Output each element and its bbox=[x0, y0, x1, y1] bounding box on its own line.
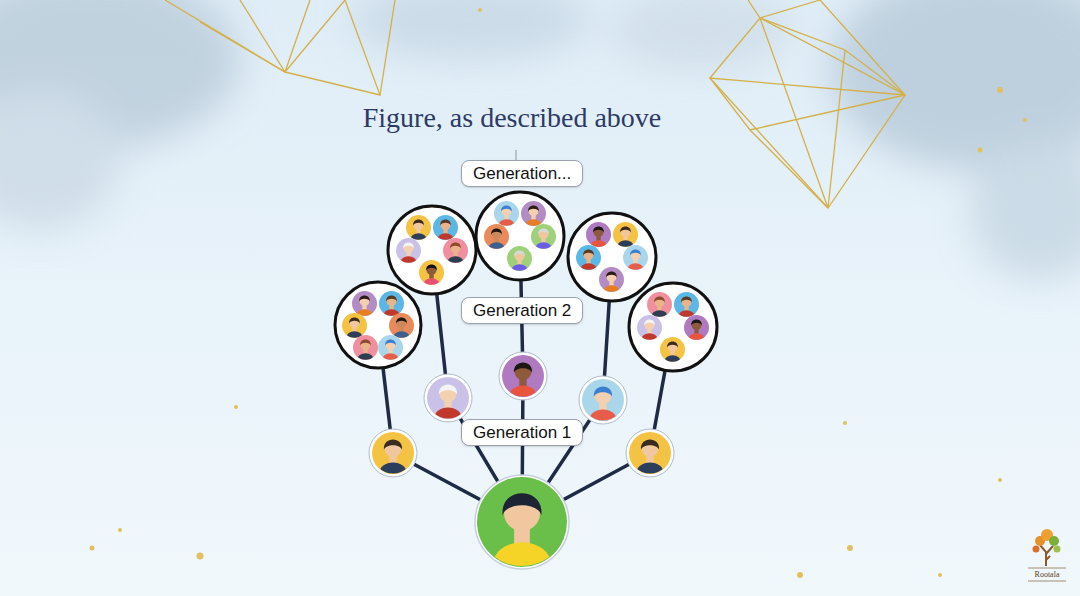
group-circle bbox=[388, 206, 476, 294]
gold-line bbox=[380, 0, 395, 95]
label-text: Generation... bbox=[473, 164, 571, 183]
avatar bbox=[372, 432, 414, 483]
logo-leaf bbox=[1054, 546, 1061, 553]
dot bbox=[1023, 118, 1027, 122]
dot bbox=[938, 573, 942, 577]
root-avatar bbox=[477, 477, 567, 587]
watermark-text: Rootala bbox=[1035, 570, 1060, 579]
dot bbox=[234, 405, 238, 409]
gold-line bbox=[710, 18, 905, 208]
dot bbox=[90, 546, 95, 551]
title-text: Figure, as described above bbox=[363, 102, 662, 133]
watermark: Rootala bbox=[1022, 571, 1072, 579]
dot bbox=[797, 572, 803, 578]
group-ring bbox=[629, 283, 717, 371]
avatar bbox=[637, 315, 662, 346]
group-ring bbox=[568, 213, 656, 301]
dot bbox=[978, 148, 983, 153]
group-circle bbox=[476, 192, 564, 280]
group-circle bbox=[629, 283, 717, 371]
avatar bbox=[502, 355, 544, 406]
avatar bbox=[531, 224, 556, 255]
logo-rule bbox=[1028, 568, 1066, 569]
dot bbox=[197, 553, 204, 560]
generation-groups bbox=[335, 192, 717, 371]
avatar bbox=[684, 315, 709, 346]
group-ring bbox=[388, 206, 476, 294]
generation-label: Generation 1 bbox=[461, 419, 583, 446]
dot bbox=[998, 478, 1002, 482]
root-person bbox=[475, 475, 569, 587]
logo bbox=[1028, 529, 1066, 581]
page-title: Figure, as described above bbox=[262, 101, 762, 135]
logo-leaf bbox=[1033, 546, 1040, 553]
gold-line bbox=[828, 50, 845, 208]
dot bbox=[847, 545, 853, 551]
avatar bbox=[443, 238, 468, 269]
dot bbox=[118, 528, 122, 532]
avatar bbox=[507, 246, 532, 277]
avatar bbox=[623, 245, 648, 276]
avatar bbox=[353, 335, 378, 366]
dot bbox=[478, 8, 482, 12]
group-circle bbox=[335, 282, 421, 368]
gold-dots bbox=[90, 8, 1028, 578]
avatar bbox=[396, 238, 421, 269]
wash bbox=[350, 0, 590, 60]
logo-rule bbox=[1028, 581, 1066, 582]
gold-line bbox=[285, 0, 380, 95]
avatar bbox=[378, 335, 403, 366]
logo-trunk bbox=[1040, 545, 1053, 566]
group-ring bbox=[335, 282, 421, 368]
gold-line bbox=[748, 0, 905, 130]
wash bbox=[610, 0, 790, 70]
gold-line bbox=[200, 0, 310, 72]
wash bbox=[970, 140, 1080, 280]
watercolor bbox=[0, 0, 1080, 280]
group-ring bbox=[476, 192, 564, 280]
gold-lines bbox=[165, 0, 905, 208]
gold-line bbox=[760, 18, 905, 95]
avatar bbox=[582, 379, 624, 430]
avatar bbox=[576, 245, 601, 276]
label-text: Generation 2 bbox=[473, 301, 571, 320]
dot bbox=[997, 87, 1003, 93]
avatar bbox=[484, 224, 509, 255]
label-text: Generation 1 bbox=[473, 423, 571, 442]
wash bbox=[0, 90, 120, 230]
avatar bbox=[599, 267, 624, 298]
generation-label: Generation... bbox=[461, 160, 583, 187]
gold-line bbox=[710, 18, 905, 208]
dot bbox=[843, 421, 847, 425]
logo-leaf bbox=[1049, 536, 1059, 546]
avatar bbox=[629, 432, 671, 483]
avatar bbox=[660, 337, 685, 368]
generation-label: Generation 2 bbox=[461, 297, 583, 324]
avatar bbox=[419, 260, 444, 291]
group-circle bbox=[568, 213, 656, 301]
generation-one bbox=[369, 352, 674, 483]
